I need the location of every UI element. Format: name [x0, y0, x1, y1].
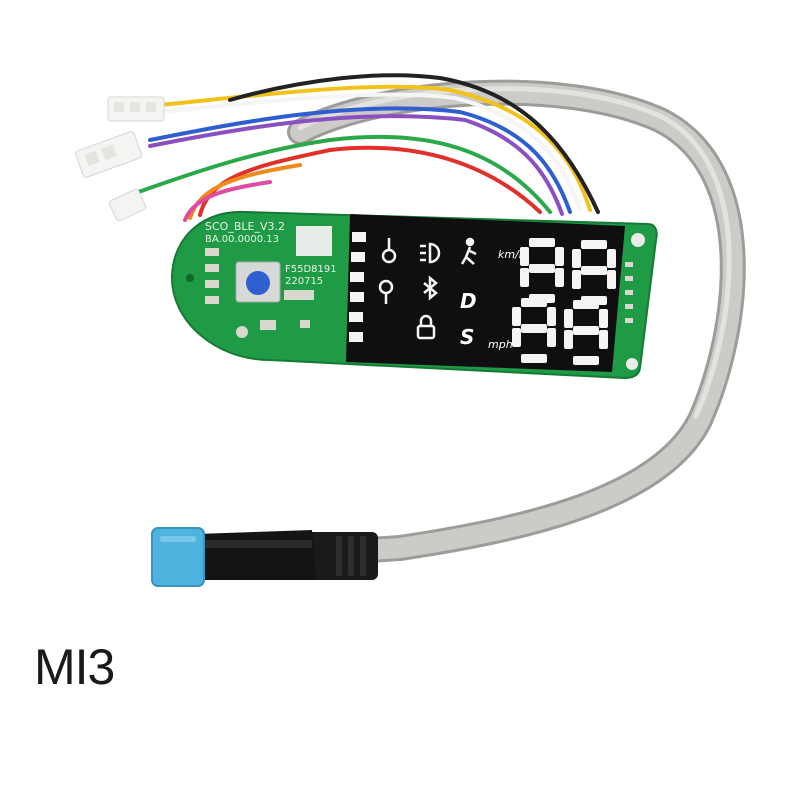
digit-2-segment-r2-d [573, 356, 599, 365]
lock-icon [416, 314, 436, 340]
digit-1-segment-r1-c [555, 268, 564, 287]
digit-2-segment-r1-f [572, 249, 581, 268]
wire-bundle [128, 73, 600, 222]
digit-1-segment-r1-g [529, 264, 555, 273]
digit-2-segment-r2-g [573, 326, 599, 335]
board-model-label: SCO_BLE_V3.2 [205, 220, 285, 233]
mode-s-label: S [460, 325, 474, 349]
digit-1-segment-r2-c [547, 328, 556, 347]
board-serial-line1: F55D8191 [285, 264, 337, 275]
digit-2-segment-r2-c [599, 330, 608, 349]
digit-1-segment-r2-a [521, 298, 547, 307]
pedestrian-icon [460, 237, 477, 265]
headlight-icon [420, 242, 441, 264]
mode-d-label: D [460, 289, 477, 313]
battery-bars [349, 232, 366, 342]
grey-cable [287, 79, 746, 563]
white-connectors [75, 96, 165, 222]
unit-kmh-label: km/h [498, 248, 526, 261]
digit-1-segment-r2-d [521, 354, 547, 363]
digit-2-segment-r1-e [572, 270, 581, 289]
board-part-label: BA.00.0000.13 [205, 234, 279, 245]
digit-1-segment-r2-g [521, 324, 547, 333]
thermometer-icon [381, 238, 397, 264]
bluetooth-icon [423, 275, 438, 301]
digit-1-segment-r1-f [520, 247, 529, 266]
digit-1-segment-r1-a [529, 238, 555, 247]
speed-digits [512, 238, 616, 365]
digit-1-segment-r2-f [512, 307, 521, 326]
digit-2-segment-r2-f [564, 309, 573, 328]
board-serial-line2: 220715 [285, 276, 323, 287]
digit-2-segment-r2-b [599, 309, 608, 328]
digit-2-segment-r2-e [564, 330, 573, 349]
digit-2-segment-r1-c [607, 270, 616, 289]
digit-1-segment-r1-e [520, 268, 529, 287]
wrench-icon [378, 279, 394, 304]
digit-2-segment-r1-b [607, 249, 616, 268]
digit-2-segment-r1-g [581, 266, 607, 275]
digit-2-segment-r1-a [581, 240, 607, 249]
digit-1-segment-r2-e [512, 328, 521, 347]
product-caption: MI3 [34, 639, 115, 695]
waterproof-connector [151, 527, 378, 587]
lcd-panel: D S km/h mph [346, 214, 625, 372]
digit-1-segment-r2-b [547, 307, 556, 326]
unit-mph-label: mph [488, 338, 513, 351]
digit-2-segment-r2-a [573, 300, 599, 309]
digit-1-segment-r1-b [555, 247, 564, 266]
